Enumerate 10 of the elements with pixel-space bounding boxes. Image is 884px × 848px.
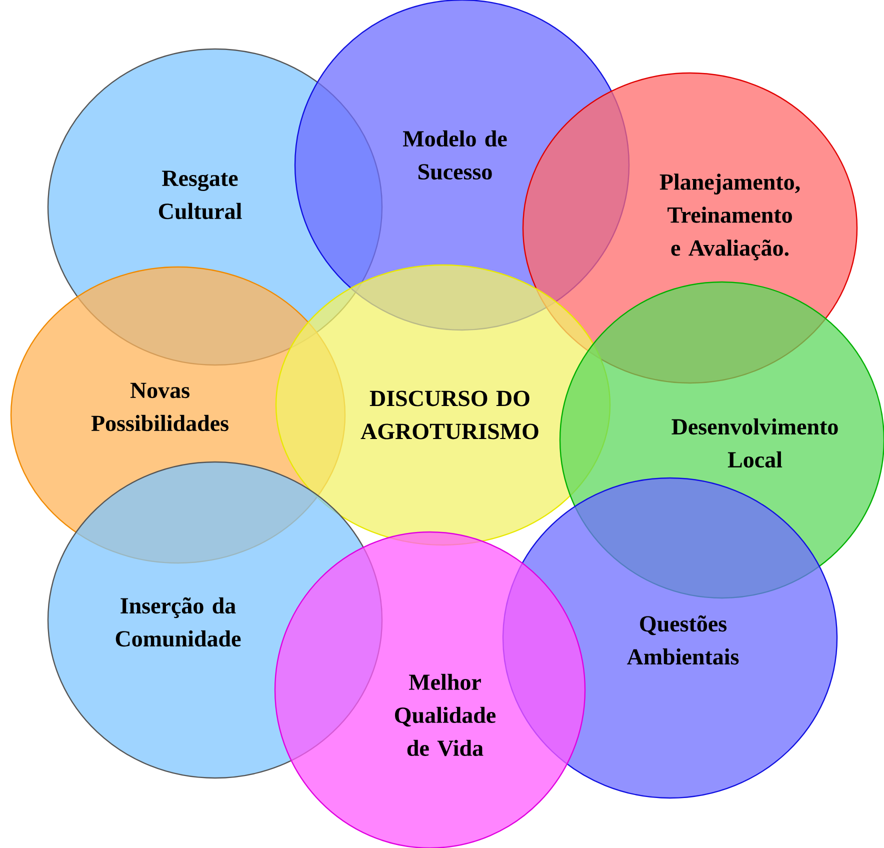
circle-label: Planejamento, Treinamento e Avaliação.: [660, 174, 800, 260]
circle-label: Melhor Qualidade de Vida: [395, 674, 496, 756]
circle: [274, 531, 586, 848]
circle-label: Questões Ambientais: [627, 615, 739, 665]
circle-label: Inserção da Comunidade: [116, 597, 241, 647]
circle-label: Modelo de Sucesso: [403, 130, 507, 180]
circle-label: Novas Possibilidades: [91, 382, 228, 432]
circle-label: DISCURSO DO AGROTURISMO: [360, 390, 538, 440]
circle-label: Resgate Cultural: [158, 170, 242, 220]
circle-label: Desenvolvimento Local: [672, 418, 838, 468]
